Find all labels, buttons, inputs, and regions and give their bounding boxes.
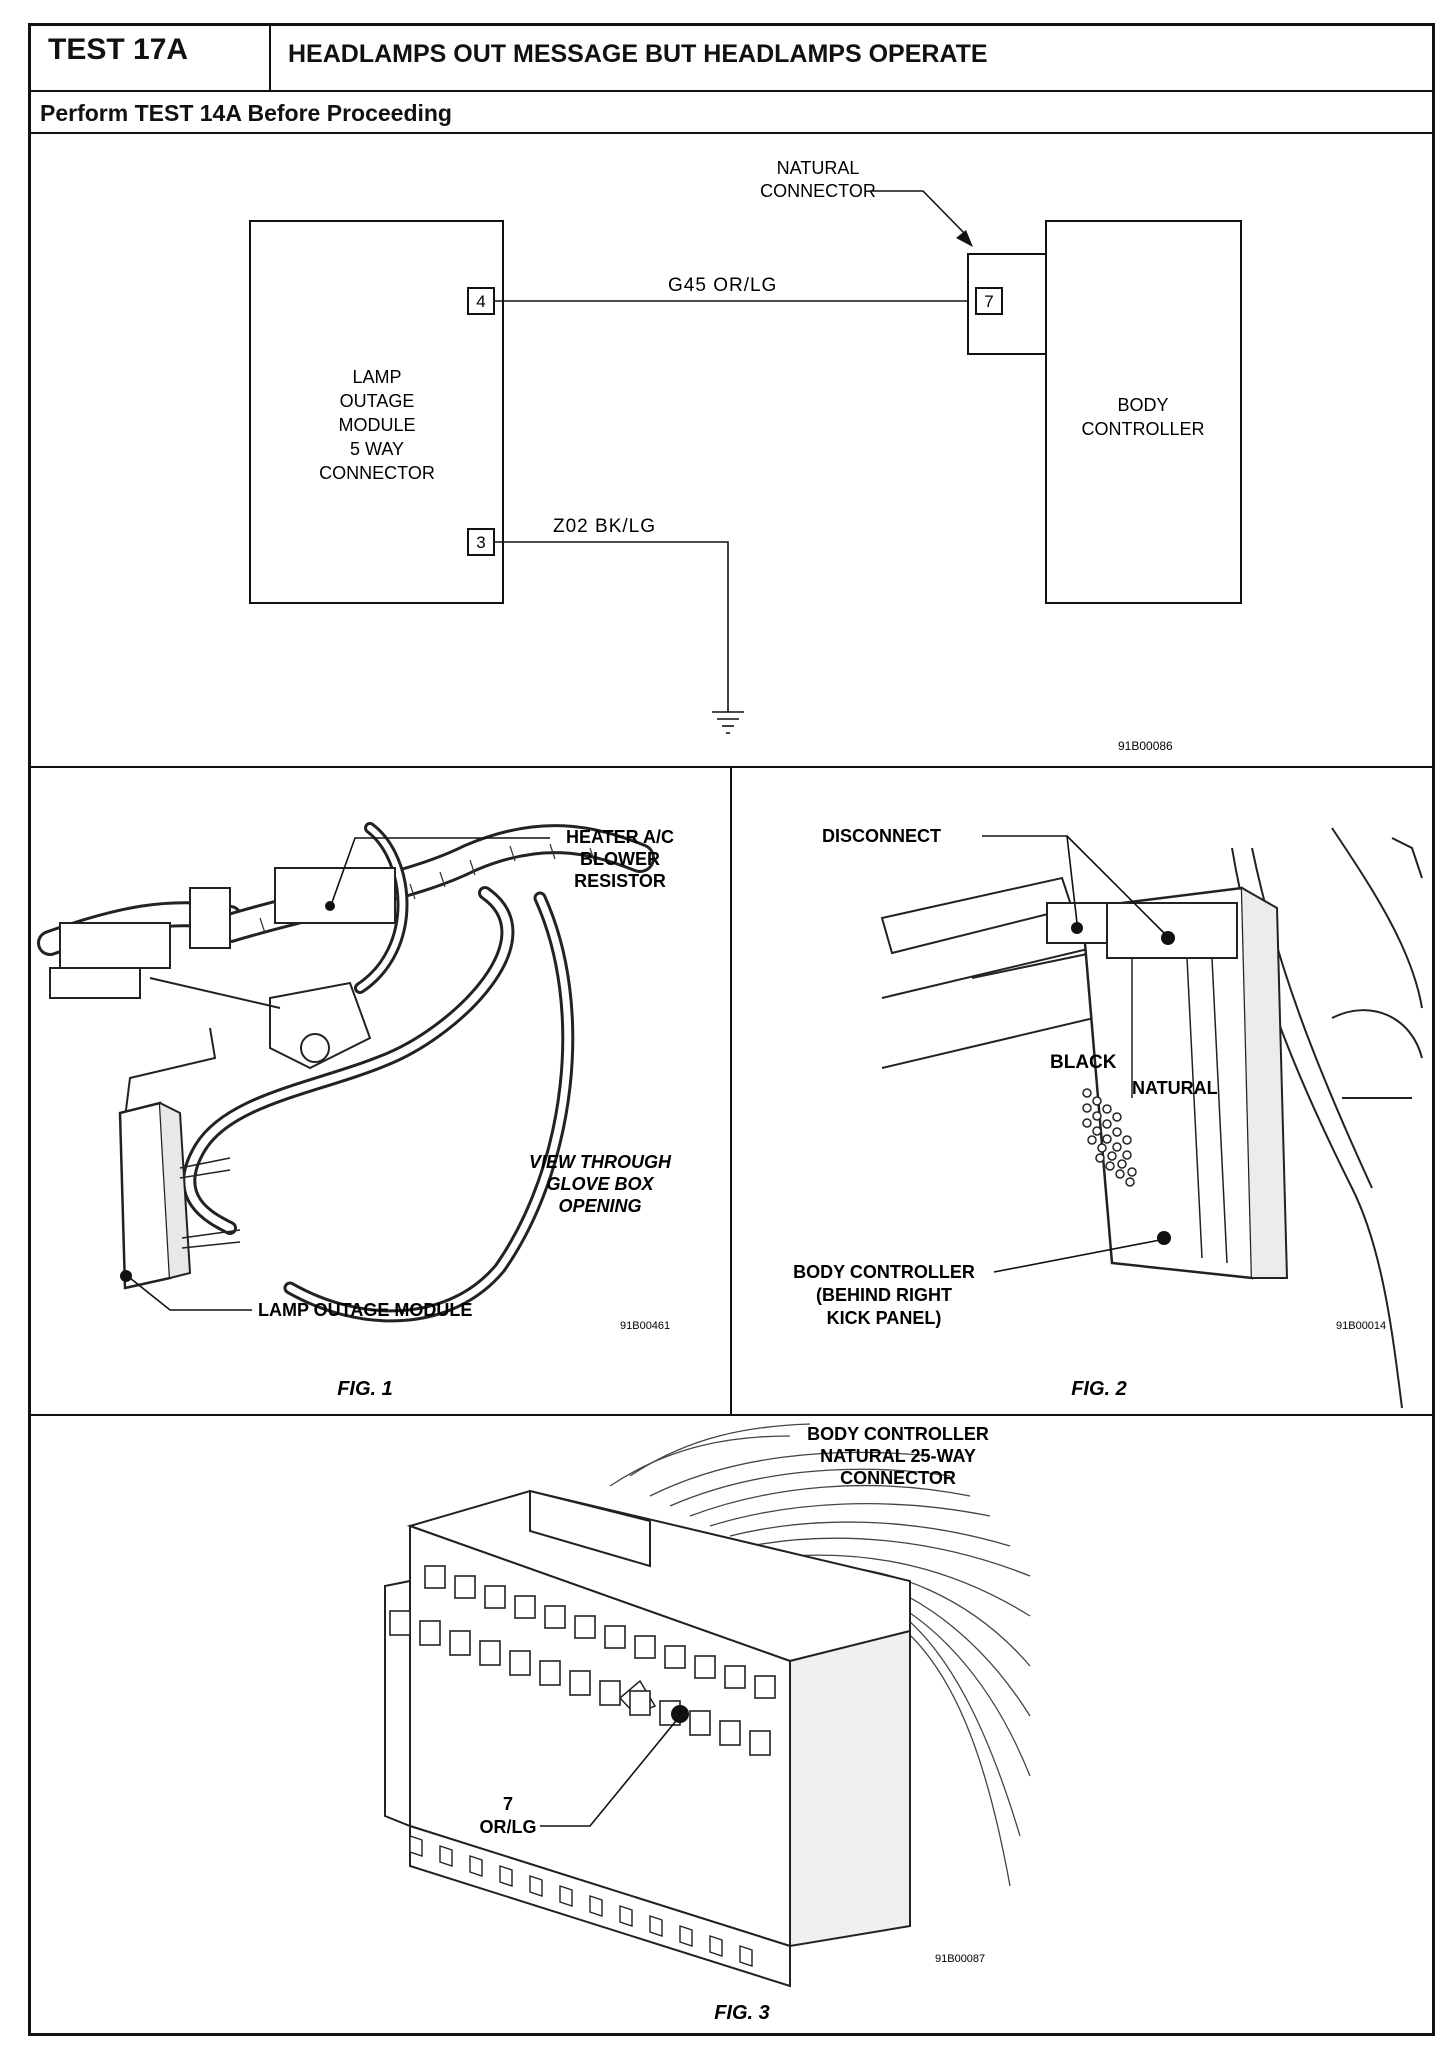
body-controller-box [1045, 220, 1242, 604]
connector-housing [384, 1489, 911, 1988]
module-label-line: OUTAGE [340, 391, 415, 411]
natural-connector-label: NATURAL [777, 158, 860, 178]
view-label: GLOVE BOX [546, 1174, 654, 1194]
view-label: OPENING [558, 1196, 641, 1216]
heater-label: HEATER A/C [566, 827, 674, 847]
controller-label-line: BODY [1117, 395, 1168, 415]
wire-z02 [494, 541, 729, 712]
controller-pointer-dot [1157, 1231, 1171, 1245]
vent-holes [1082, 1088, 1137, 1187]
connector-block [59, 922, 171, 969]
heater-label: RESISTOR [574, 871, 666, 891]
fig1-illustration: HEATER A/C BLOWER RESISTOR VIEW THROUGH … [37, 822, 674, 1400]
schematic-figure-code: 91B00086 [1118, 739, 1173, 753]
fig2-illustration: DISCONNECT BLACK NATURAL BODY CONTROLLER… [793, 826, 1423, 1409]
fig1-code: 91B00461 [620, 1320, 670, 1332]
fig3-title: CONNECTOR [840, 1468, 956, 1488]
fig3-title: NATURAL 25-WAY [820, 1446, 976, 1466]
body-controller-drawing [1046, 886, 1289, 1280]
pin-7-leader [540, 1715, 681, 1827]
lamp-outage-module-drawing [118, 1101, 241, 1290]
controller-label: (BEHIND RIGHT [816, 1285, 952, 1305]
arrowhead [956, 230, 973, 247]
dash-structure [880, 827, 1423, 1409]
controller-pin-7-box [975, 287, 1003, 315]
latch-teeth [409, 1835, 753, 1967]
wiring-schematic: 4 3 LAMP OUTAGE MODULE 5 WAY CONNECTOR G… [249, 158, 1242, 753]
subtitle-divider [28, 132, 1435, 134]
heater-leader [329, 837, 550, 909]
wire-z02-label: Z02 BK/LG [553, 516, 656, 537]
lamp-module-pointer-dot [120, 1270, 132, 1282]
controller-pin-7: 7 [984, 292, 993, 311]
module-label-line: CONNECTOR [319, 463, 435, 483]
controller-label: KICK PANEL) [827, 1308, 942, 1328]
lamp-outage-module-box [249, 220, 504, 604]
controller-label-line: CONTROLLER [1081, 419, 1204, 439]
actuator-hub [300, 1033, 330, 1063]
actuator-arm [149, 977, 281, 1009]
natural-connector-leader [870, 190, 969, 238]
page-title: HEADLAMPS OUT MESSAGE BUT HEADLAMPS OPER… [288, 40, 988, 68]
disconnect-label: DISCONNECT [822, 826, 941, 846]
module-pin-3: 3 [476, 533, 485, 552]
module-label-line: LAMP [352, 367, 401, 387]
ground-symbol [712, 711, 744, 734]
module-label: LAMP OUTAGE MODULE 5 WAY CONNECTOR [319, 367, 435, 483]
pin-7-label: OR/LG [480, 1817, 537, 1837]
fig2-caption: FIG. 2 [1071, 1378, 1127, 1400]
page-frame [28, 23, 1435, 2036]
heater-label: BLOWER [580, 849, 660, 869]
controller-label: BODY CONTROLLER [793, 1262, 975, 1282]
heater-pointer-dot [325, 901, 335, 911]
view-label: VIEW THROUGH [529, 1152, 672, 1172]
section-divider [28, 1414, 1435, 1416]
top-pin-row [424, 1565, 776, 1699]
header-row: TEST 17A HEADLAMPS OUT MESSAGE BUT HEADL… [28, 23, 1435, 92]
fig2-code: 91B00014 [1336, 1320, 1386, 1332]
lamp-module-leader [129, 1277, 252, 1311]
test-id-divider [269, 23, 271, 90]
fig3-caption: FIG. 3 [714, 2002, 770, 2024]
module-label-line: MODULE [338, 415, 415, 435]
actuator [269, 981, 372, 1070]
fig3-title: BODY CONTROLLER [807, 1424, 989, 1444]
wire-g45-label: G45 OR/LG [668, 275, 777, 296]
fig3-code: 91B00087 [935, 1953, 985, 1965]
lamp-outage-label: LAMP OUTAGE MODULE [258, 1300, 472, 1320]
natural-connector-label: CONNECTOR [760, 181, 876, 201]
bottom-pin-row [389, 1610, 771, 1756]
pin-7-marker [671, 1705, 689, 1723]
lamp-module-wire [124, 1027, 217, 1119]
black-label: BLACK [1050, 1052, 1117, 1073]
figure-divider [730, 766, 732, 1414]
test-id: TEST 17A [48, 33, 189, 66]
disconnect-leader-2 [1066, 835, 1165, 934]
connector-block [49, 967, 141, 999]
page-subtitle: Perform TEST 14A Before Proceeding [40, 100, 452, 126]
black-connector-dot [1071, 922, 1083, 934]
module-pin-4: 4 [476, 292, 485, 311]
natural-connector-dot [1161, 931, 1175, 945]
natural-label: NATURAL [1132, 1078, 1218, 1098]
harness-clip [189, 887, 231, 949]
blower-resistor [274, 867, 396, 924]
fig1-caption: FIG. 1 [337, 1378, 393, 1400]
controller-leader [993, 1239, 1161, 1273]
fig3-illustration: BODY CONTROLLER NATURAL 25-WAY CONNECTOR… [384, 1423, 1031, 2024]
module-pin-3-box [467, 528, 495, 556]
module-label-line: 5 WAY [350, 439, 404, 459]
pin-7-label: 7 [503, 1794, 513, 1814]
